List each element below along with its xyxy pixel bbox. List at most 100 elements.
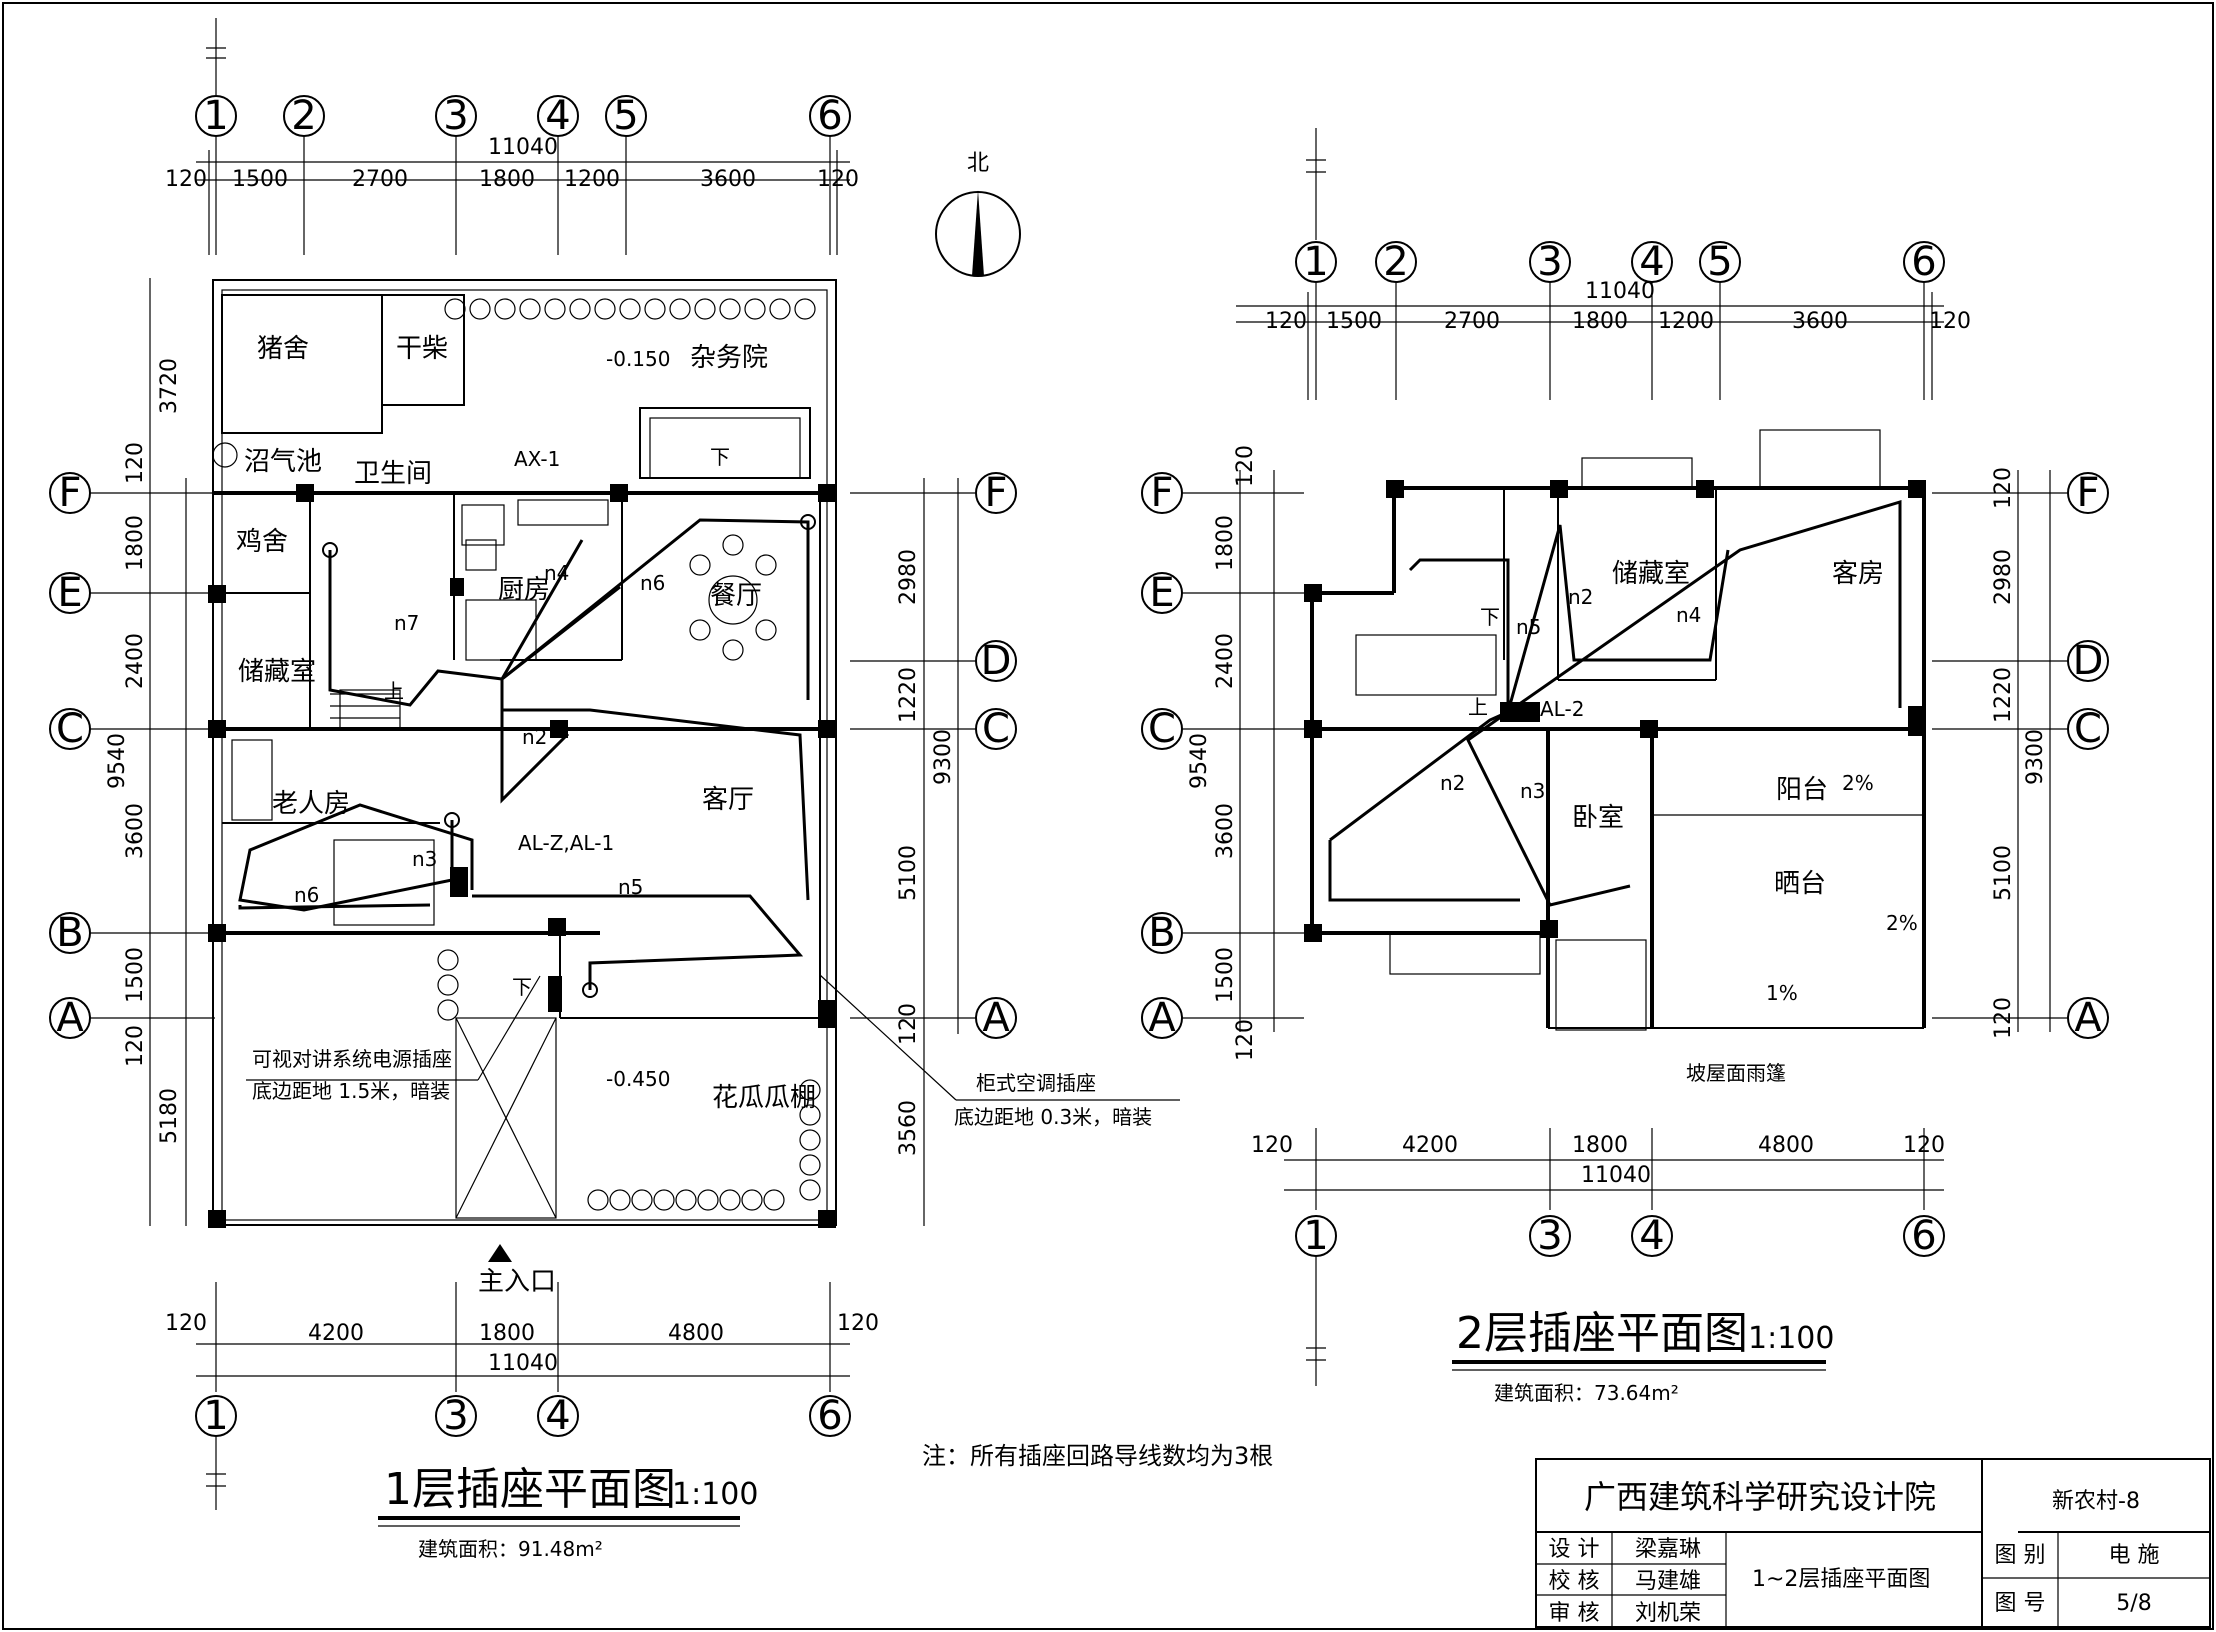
dim-text: 2400 [123,633,148,689]
dim-text: 120 [1233,1019,1258,1061]
slope-label: 2% [1842,771,1874,795]
room-label: 鸡舍 [236,527,288,557]
axis-label: 6 [817,93,842,139]
dim-text: 1200 [1658,309,1714,334]
axis-label: F [58,470,81,516]
axis-label: A [2074,995,2102,1041]
dim-text: 120 [1991,997,2016,1039]
circuit-label: n4 [1676,603,1701,627]
dim-text: 5100 [896,845,921,901]
slope-label: 1% [1766,981,1798,1005]
circuit-label: n6 [294,883,319,907]
plan-area: 建筑面积：91.48m² [418,1537,603,1561]
dim-text: 1800 [123,515,148,571]
dim-text: 120 [1991,467,2016,509]
plan2-right-axis-bubbles: F D C A [1932,470,2109,1041]
dim-total: 9540 [105,733,130,789]
stair-label: 上 [384,679,404,703]
dim-text: 3560 [896,1100,921,1156]
room-label: 客厅 [702,785,754,815]
room-label: 卫生间 [354,459,432,489]
person-name: 梁嘉琳 [1635,1537,1701,1562]
dim-total: 11040 [488,1351,558,1376]
axis-bubble-4: 4 [537,93,579,139]
circuit-label: n2 [522,725,547,749]
plan1-circuit-labels: n2 n3 n4 n5 n6 n6 n7 AX-1 AL-Z,AL-1 [294,447,665,907]
dim-total: 9300 [2023,729,2048,785]
axis-label: 3 [443,1393,468,1439]
dim-total: 9540 [1187,733,1212,789]
dim-text: 1220 [896,667,921,723]
dim-text: 1800 [1213,515,1238,571]
general-note: 注：所有插座回路导线数均为3根 [922,1442,1273,1470]
plan2-left-axis-bubbles: F E C B A [1141,470,1304,1041]
plan1-axis-marks [206,18,226,95]
axis-label: 5 [1707,239,1732,285]
dim-text: 120 [165,167,207,192]
axis-label: 5 [613,93,638,139]
room-label: 储藏室 [1612,559,1690,589]
note-text: 底边距地 1.5米，暗装 [252,1079,450,1103]
room-label: 杂务院 [690,343,768,373]
circuit-label: n6 [640,571,665,595]
number-label: 图 号 [1995,1591,2046,1616]
axis-label: 6 [1911,239,1936,285]
axis-label: 6 [817,1393,842,1439]
dim-text: 120 [165,1311,207,1336]
axis-label: B [56,910,83,956]
plan1-left-dimensions: 3720 120 1800 2400 3600 1500 120 5180 95… [105,278,187,1226]
plan-scale: 1:100 [1748,1321,1834,1356]
title-block: 广西建筑科学研究设计院 新农村-8 设 计 梁嘉琳 校 核 马建雄 审 核 刘机… [1535,1458,2211,1628]
category-value: 电 施 [2109,1543,2160,1568]
plan1-top-dimensions: 11040 120 1500 2700 1800 1200 3600 120 [165,135,859,255]
dim-text: 3600 [700,167,756,192]
institute-name: 广西建筑科学研究设计院 [1584,1478,1936,1516]
room-label: 老人房 [272,789,350,819]
room-label: 餐厅 [710,581,762,611]
dim-text: 120 [1251,1133,1293,1158]
person-name: 刘机荣 [1635,1601,1701,1626]
dim-text: 1800 [479,167,535,192]
plan1-sockets [322,514,816,998]
role-label: 审 核 [1549,1601,1600,1626]
axis-label: C [982,706,1010,752]
axis-label: 1 [1303,239,1328,285]
number-value: 5/8 [2116,1591,2151,1616]
plan-title: 2层插座平面图 [1456,1308,1748,1359]
room-label: 猪舍 [257,334,309,364]
axis-label: A [1148,995,1176,1041]
slope-label: 2% [1886,911,1918,935]
stair-label: 下 [512,975,532,999]
category-label: 图 别 [1995,1543,2046,1568]
room-label: 花瓜瓜棚 [712,1083,816,1113]
plan1-right-dimensions: 2980 1220 5100 120 3560 9300 [896,478,959,1226]
axis-label: D [2073,638,2104,684]
plan2-top-dimensions: 11040 120 1500 2700 1800 1200 3600 120 [1236,279,1971,400]
axis-bubble-3: 3 [435,93,477,139]
circuit-label: n2 [1440,771,1465,795]
dim-text: 120 [896,1003,921,1045]
dim-text: 3600 [1213,803,1238,859]
plan1-columns [208,484,836,1228]
axis-label: C [2074,706,2102,752]
axis-label: A [56,995,84,1041]
plan2-room-labels: 储藏室 客房 卧室 阳台 晒台 2% 2% 1% 下 上 坡屋面雨篷 [1468,559,1918,1085]
axis-label: F [2076,470,2099,516]
plan1-left-axis-bubbles: F E C B A [49,470,215,1041]
panel-label: AL-2 [1540,697,1584,721]
dim-text: 120 [837,1311,879,1336]
level-label: -0.450 [606,1067,670,1091]
circuit-label: n7 [394,611,419,635]
dim-text: 4200 [1402,1133,1458,1158]
project-name: 新农村-8 [2052,1489,2140,1514]
dim-text: 1800 [479,1321,535,1346]
circuit-label: n3 [1520,779,1545,803]
panel-label: AL-Z,AL-1 [518,831,614,855]
axis-label: F [1150,470,1173,516]
floor1-outlet-plan: 1 2 3 4 5 6 11040 120 1500 2700 1800 120… [49,18,1180,1561]
dim-text: 4200 [308,1321,364,1346]
dim-text: 4800 [1758,1133,1814,1158]
plan-title: 1层插座平面图 [384,1464,676,1515]
plan2-bottom-axis-bubbles: 1 3 4 6 [1295,1213,1945,1386]
